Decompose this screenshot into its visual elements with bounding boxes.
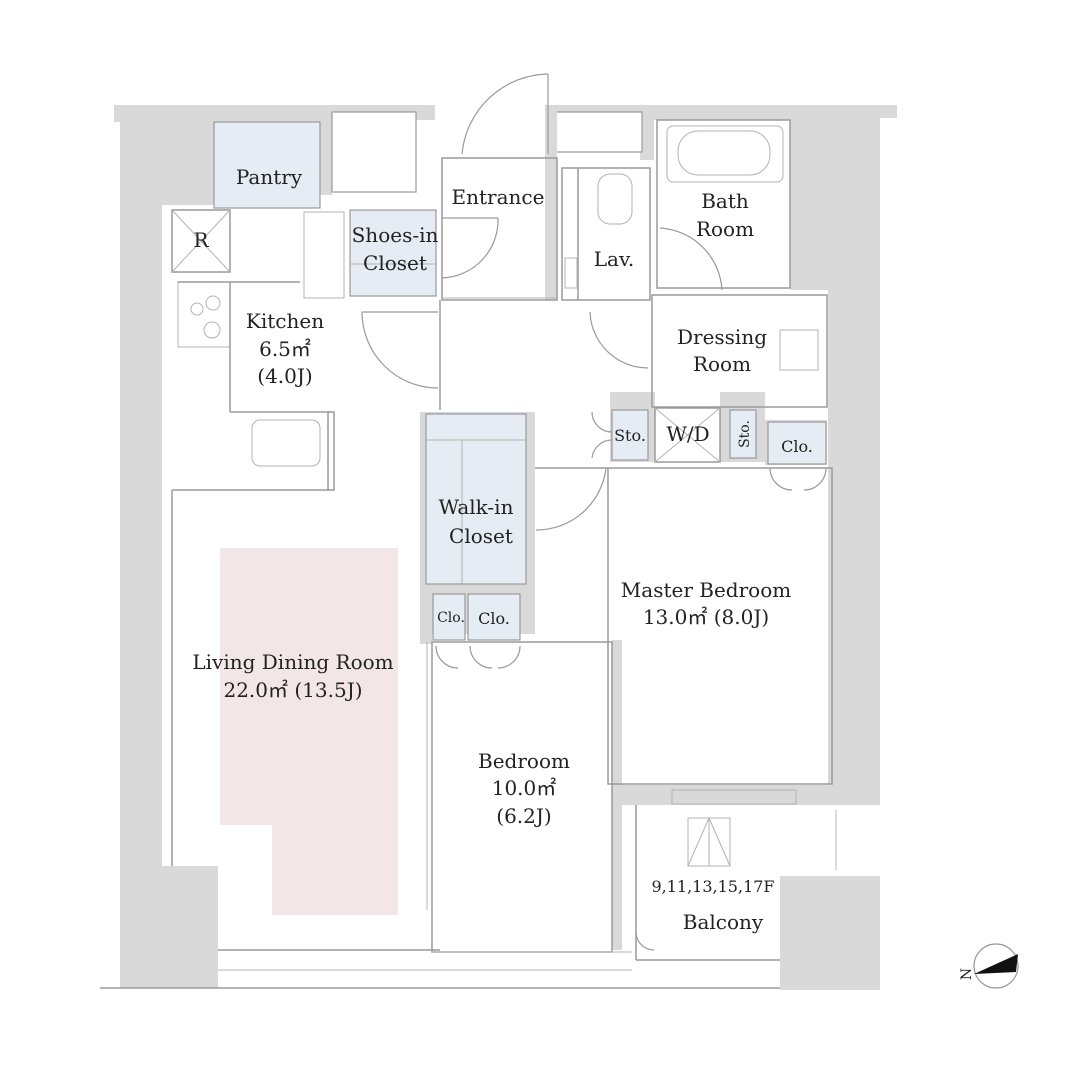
label-entrance: Entrance: [452, 185, 545, 209]
label-closet-small: Clo.: [437, 610, 465, 626]
label-storage-2: Sto.: [737, 420, 753, 448]
compass-icon: N: [959, 943, 1019, 989]
label-balcony: Balcony: [683, 910, 764, 934]
living-rug: [220, 548, 398, 915]
label-living-dining-1: Living Dining Room: [192, 650, 393, 674]
label-kitchen-3: (4.0J): [257, 364, 312, 388]
label-pantry: Pantry: [236, 165, 303, 189]
label-dressing-1: Dressing: [677, 325, 767, 349]
label-kitchen-1: Kitchen: [246, 309, 324, 333]
label-master-bedroom-1: Master Bedroom: [621, 578, 791, 602]
label-closet-bedroom: Clo.: [478, 609, 510, 628]
label-shoes-closet-1: Shoes-in: [352, 223, 439, 247]
label-lavatory: Lav.: [594, 247, 635, 271]
interior-lines: [100, 119, 837, 989]
label-bedroom-2: 10.0㎡: [492, 776, 557, 800]
label-living-dining-2: 22.0㎡ (13.5J): [223, 678, 362, 702]
label-storage-1: Sto.: [614, 426, 646, 445]
label-refrigerator: R: [193, 228, 209, 252]
label-walk-in-1: Walk-in: [439, 495, 514, 519]
label-bedroom-1: Bedroom: [478, 749, 570, 773]
label-bath-1: Bath: [701, 189, 749, 213]
label-dressing-2: Room: [693, 352, 751, 376]
room-labels: Pantry R Entrance Shoes-in Closet Bath R…: [192, 165, 813, 934]
label-walk-in-2: Closet: [449, 524, 513, 548]
label-floors: 9,11,13,15,17F: [651, 877, 774, 896]
label-bedroom-3: (6.2J): [496, 804, 551, 828]
label-washer-dryer: W/D: [666, 422, 709, 446]
label-closet-master: Clo.: [781, 437, 813, 456]
label-kitchen-2: 6.5㎡: [259, 337, 311, 361]
label-bath-2: Room: [696, 217, 754, 241]
label-shoes-closet-2: Closet: [363, 251, 427, 275]
doors: [361, 73, 827, 951]
label-master-bedroom-2: 13.0㎡ (8.0J): [643, 605, 769, 629]
compass-north-label: N: [959, 968, 975, 980]
